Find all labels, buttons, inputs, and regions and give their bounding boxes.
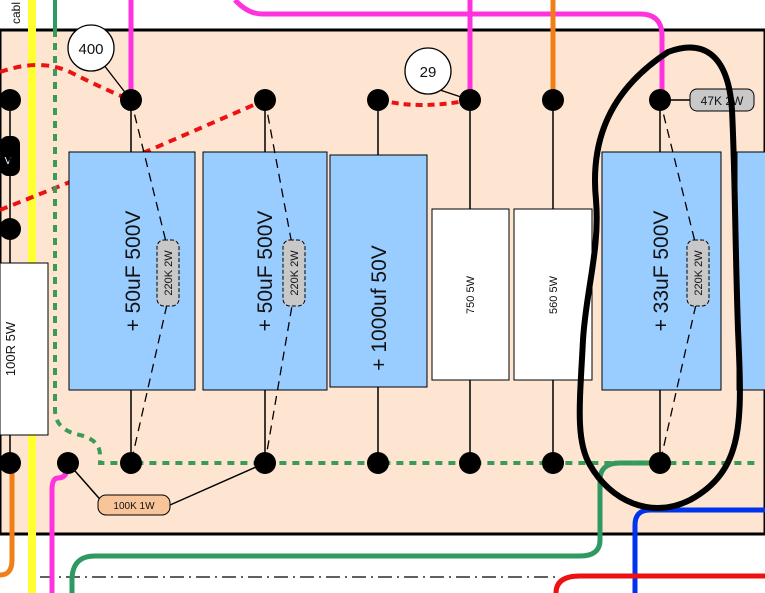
resistor-220k-c <box>686 239 710 307</box>
cap-50uf-a-label: + 50uF 500V <box>122 211 145 332</box>
green-wire-bottom <box>69 460 660 593</box>
resistor-220k-c-label: 220K 2W <box>693 250 705 296</box>
orange-wire-bottom <box>0 463 15 578</box>
resistor-100k-label: 100K 1W <box>113 501 155 512</box>
node-callout-29 <box>404 47 452 95</box>
turret <box>0 89 21 111</box>
turret <box>649 89 671 111</box>
turret <box>254 452 276 474</box>
resistor-220k-b <box>282 239 306 307</box>
resistor-560-label: 560 5W <box>548 275 560 314</box>
resistor-100r-label: 100R 5W <box>3 321 18 376</box>
turret <box>0 218 21 240</box>
diode-mark: V <box>5 156 12 167</box>
resistor-560 <box>513 208 593 381</box>
resistor-220k-a-label: 220K 2W <box>163 250 175 296</box>
turret <box>459 452 481 474</box>
resistor-220k-b-label: 220K 2W <box>289 250 301 296</box>
turret <box>367 452 389 474</box>
dashed-red-wire-1 <box>0 63 132 102</box>
cap-50uf-b-label: + 50uF 500V <box>254 211 277 332</box>
turret <box>542 89 564 111</box>
capacitor-1000uf <box>329 154 428 388</box>
resistor-47k <box>689 88 755 112</box>
node-callout-400 <box>67 24 115 72</box>
cap-33uf-label: + 33uF 500V <box>650 211 673 332</box>
cap-1000uf-label: + 1000uf 50V <box>368 245 391 371</box>
turret <box>367 89 389 111</box>
resistor-750-label: 750 5W <box>465 275 477 314</box>
resistor-100k <box>97 494 171 516</box>
node-400-label: 400 <box>78 41 103 58</box>
turret <box>120 452 142 474</box>
dashed-red-wire-3 <box>379 98 471 107</box>
turret <box>542 452 564 474</box>
magenta-wire-right <box>233 0 665 100</box>
highlight-circle <box>576 44 743 511</box>
turret <box>0 452 21 474</box>
dashed-green-ground <box>53 30 760 465</box>
resistor-100r <box>0 262 49 436</box>
resistor-750 <box>431 208 510 381</box>
turret <box>254 89 276 111</box>
resistor-220k-a <box>156 239 180 307</box>
cable-label: cabl <box>9 2 23 24</box>
turret <box>649 452 671 474</box>
turrets <box>0 89 671 474</box>
turret <box>57 452 79 474</box>
red-wire <box>553 573 765 593</box>
resistor-47k-label: 47K 2W <box>701 94 744 108</box>
capacitor-50uf-b <box>202 151 328 391</box>
node-29-label: 29 <box>420 64 437 81</box>
dashed-red-wire-2 <box>0 98 266 212</box>
